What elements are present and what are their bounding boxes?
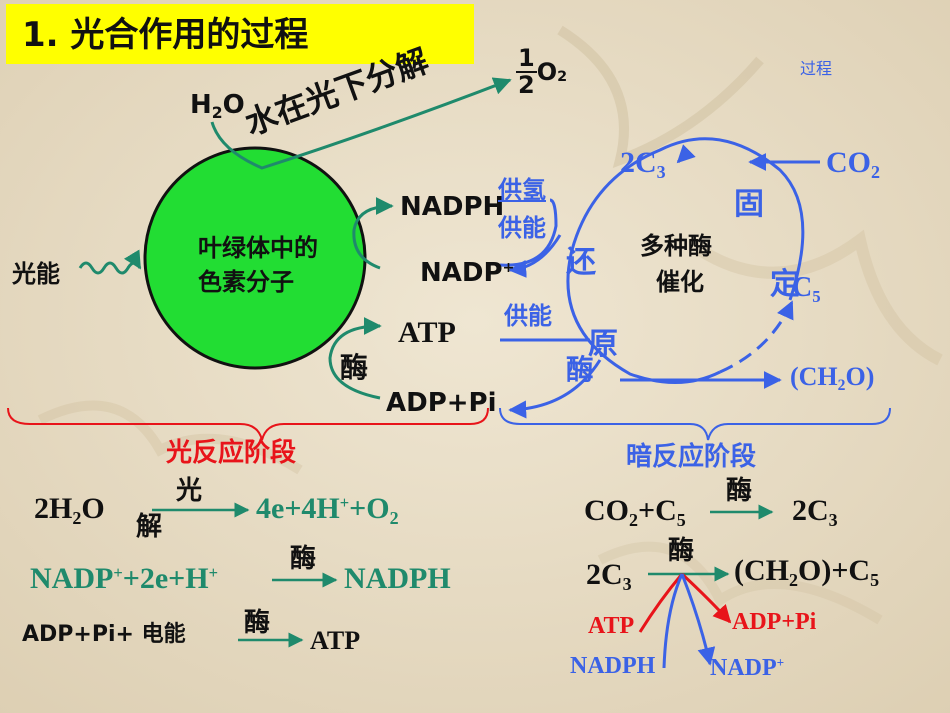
corner-label: 过程 bbox=[800, 59, 833, 78]
water-split-arrow bbox=[210, 77, 512, 170]
atp-label: ATP bbox=[398, 316, 456, 349]
dark-stage-label: 暗反应阶段 bbox=[626, 442, 757, 472]
cycle-head-c3 bbox=[676, 144, 696, 164]
h2o-label: H2O bbox=[190, 90, 245, 123]
adp-label: ADP+Pi bbox=[386, 388, 497, 418]
fix-label-2: 定 bbox=[770, 267, 800, 302]
supply-h-back-arrow bbox=[508, 234, 562, 278]
cycle-center-line2: 催化 bbox=[656, 268, 704, 296]
dark-stage-brace bbox=[499, 407, 891, 441]
product-label: (CH2O) bbox=[790, 362, 875, 395]
eq-light1-right: 4e+4H++O2 bbox=[256, 492, 399, 529]
eq-light2-right: NADPH bbox=[344, 562, 451, 595]
c5-regeneration-arrow bbox=[719, 300, 794, 374]
eq-nadph-in bbox=[662, 573, 684, 669]
supply-e1-label: 供能 bbox=[498, 214, 546, 242]
eq-dark1-right: 2C3 bbox=[792, 494, 838, 531]
reduce-label-2: 原 bbox=[588, 327, 618, 362]
light-stage-brace bbox=[7, 407, 489, 441]
eq-dark2-above: 酶 bbox=[668, 536, 695, 566]
adp-return-arrow bbox=[508, 359, 602, 419]
nadph-arrow bbox=[352, 197, 394, 270]
supply-e2-label: 供能 bbox=[504, 302, 552, 330]
co2-label: CO2 bbox=[826, 146, 880, 183]
c5-label: C5 bbox=[792, 272, 821, 306]
light-stage-label: 光反应阶段 bbox=[166, 438, 297, 468]
eq-dark2-right: (CH2O)+C5 bbox=[734, 554, 880, 591]
pigment-label-line2: 色素分子 bbox=[198, 268, 294, 296]
title-highlight bbox=[6, 4, 474, 64]
c3-label: 2C3 bbox=[620, 146, 666, 183]
pigment-label-line1: 叶绿体中的 bbox=[198, 234, 318, 262]
fix-label-1: 固 bbox=[734, 187, 764, 222]
calvin-cycle-arrow bbox=[566, 137, 805, 384]
eq-nadph-input: NADPH bbox=[570, 653, 656, 679]
eq-atp-in bbox=[638, 573, 684, 633]
eq-light1-left: 2H2O bbox=[34, 492, 105, 529]
eq-light2-left: NADP++2e+H+ bbox=[30, 562, 218, 595]
eq-nadp-output: NADP+ bbox=[710, 655, 785, 681]
eq-dark1-above: 酶 bbox=[726, 476, 753, 506]
o2-label: 1 2 O2 bbox=[516, 44, 568, 100]
eq-nadp-out bbox=[680, 573, 716, 666]
eq-atp-input: ATP bbox=[588, 613, 635, 639]
eq-adp-out bbox=[680, 572, 732, 624]
eq-light3-left: ADP+Pi+ 电能 bbox=[22, 622, 186, 647]
nadph-label: NADPH bbox=[400, 192, 505, 222]
eq-light2-above: 酶 bbox=[290, 544, 317, 574]
dark-enzyme-label: 酶 bbox=[566, 353, 595, 386]
page-title: 1. 光合作用的过程 bbox=[22, 15, 309, 55]
nadp-label: NADP+ bbox=[420, 258, 515, 288]
supply-h-label: 供氢 bbox=[498, 176, 546, 204]
eq-adp-output: ADP+Pi bbox=[732, 609, 817, 635]
eq-light3-right: ATP bbox=[310, 626, 361, 655]
light-enzyme-label: 酶 bbox=[340, 351, 369, 384]
eq-dark2-left: 2C3 bbox=[586, 558, 632, 595]
cycle-center-line1: 多种酶 bbox=[640, 232, 712, 260]
light-energy-label: 光能 bbox=[12, 260, 60, 288]
reduce-label-1: 还 bbox=[566, 245, 596, 280]
light-wave bbox=[78, 249, 142, 275]
eq-dark1-left: CO2+C5 bbox=[584, 494, 686, 531]
eq-light1-below: 解 bbox=[136, 512, 163, 542]
eq-light3-above: 酶 bbox=[244, 608, 271, 638]
eq-light1-above: 光 bbox=[176, 476, 203, 506]
atp-arrow bbox=[328, 317, 382, 400]
